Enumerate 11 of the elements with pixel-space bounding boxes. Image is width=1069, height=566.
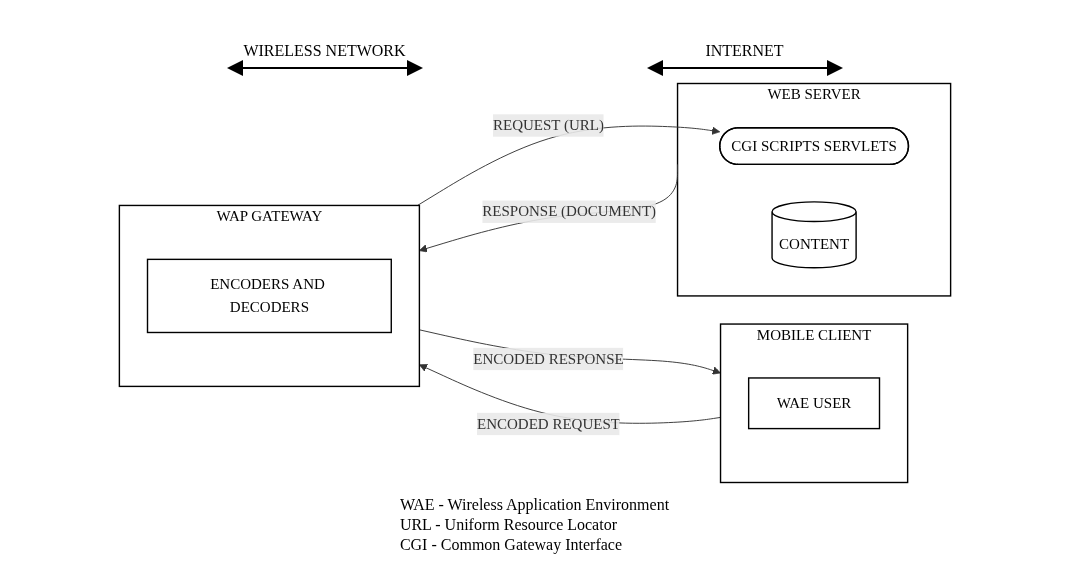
- edge-label: ENCODED RESPONSE: [472, 350, 624, 367]
- node-box: WAE USER: [747, 377, 880, 430]
- network-label: INTERNET: [705, 42, 784, 60]
- edge-label: RESPONSE (DOCUMENT): [481, 203, 656, 220]
- edge-label: ENCODED REQUEST: [476, 415, 620, 432]
- abbreviation-note: WAE - Wireless Application Environment: [399, 496, 670, 514]
- abbreviation-note: CGI - Common Gateway Interface: [399, 536, 623, 554]
- node-box: ENCODERS AND DECODERS: [146, 258, 392, 334]
- edge-label: REQUEST (URL): [492, 117, 604, 133]
- network-label: WIRELESS NETWORK: [243, 42, 406, 60]
- abbreviation-note: URL - Uniform Resource Locator: [399, 516, 618, 534]
